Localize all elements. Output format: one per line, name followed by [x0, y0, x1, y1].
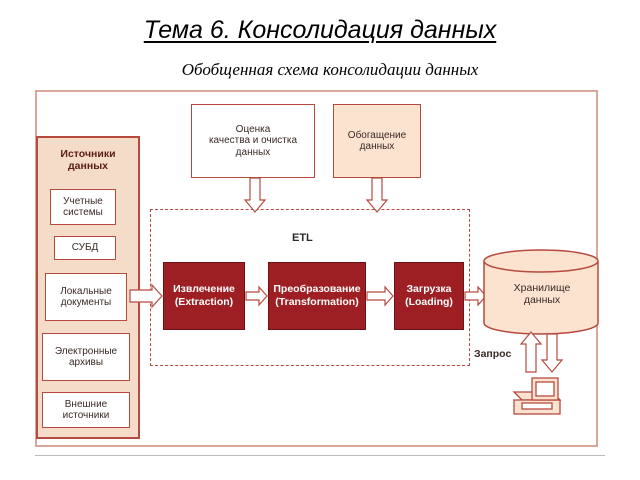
arrow-sources-to-extraction: [129, 283, 163, 309]
etl-area: [150, 209, 470, 366]
source-dbms: СУБД: [54, 236, 116, 260]
page-subtitle: Обобщенная схема консолидации данных: [181, 60, 479, 79]
source-local-documents: Локальные документы: [45, 273, 127, 321]
loading-box: Загрузка (Loading): [394, 262, 464, 330]
arrow-loading-to-storage: [464, 285, 487, 307]
arrow-quality-down: [243, 177, 267, 213]
arrow-extraction-to-transformation: [245, 285, 268, 307]
storage-cylinder: [483, 249, 599, 335]
sources-title: Источники данных: [60, 148, 116, 172]
source-accounting-systems: Учетные системы: [50, 189, 116, 225]
source-external: Внешние источники: [42, 392, 130, 428]
bottom-divider: [35, 455, 605, 456]
enrichment-box: Обогащение данных: [333, 104, 421, 178]
source-electronic-archives: Электронные архивы: [42, 333, 130, 381]
query-label: Запрос: [474, 348, 512, 360]
etl-label: ETL: [292, 232, 313, 244]
arrow-query-up: [519, 331, 543, 373]
page-title: Тема 6. Консолидация данных: [143, 16, 497, 44]
computer-icon: [512, 377, 562, 415]
arrow-query-down: [540, 333, 564, 373]
transformation-box: Преобразование (Transformation): [268, 262, 366, 330]
quality-cleaning-box: Оценка качества и очистка данных: [191, 104, 315, 178]
arrow-transformation-to-loading: [366, 285, 394, 307]
arrow-enrichment-down: [365, 177, 389, 213]
extraction-box: Извлечение (Extraction): [163, 262, 245, 330]
storage-label: Хранилище данных: [513, 282, 571, 306]
